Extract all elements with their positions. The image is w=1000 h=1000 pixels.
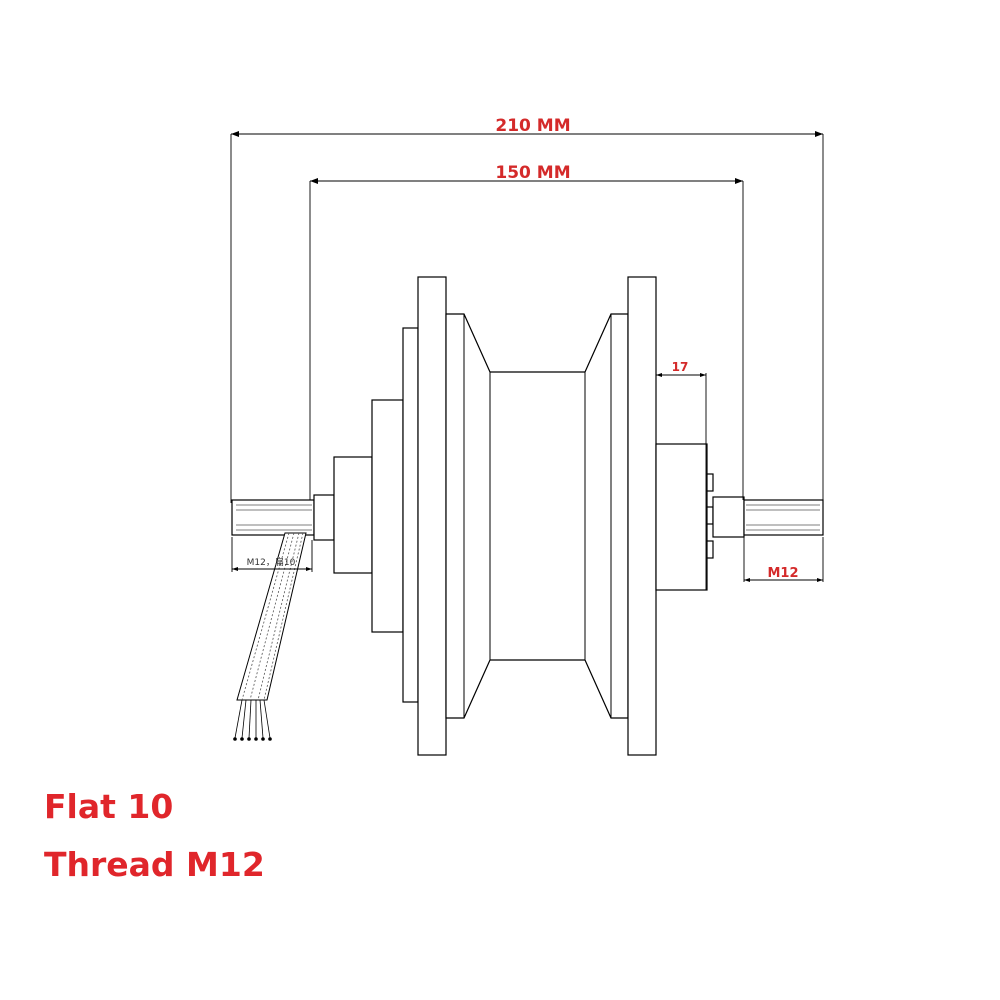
left-axle-threads — [236, 504, 312, 531]
right-nut-bottom — [706, 540, 714, 559]
right-axle — [743, 499, 824, 536]
arrow-150-left — [310, 178, 318, 184]
right-nut-middle — [706, 506, 714, 525]
dim-label-210: 210 MM — [495, 116, 570, 136]
wire-connectors — [233, 737, 272, 741]
arrow-210-right — [815, 131, 823, 137]
dim-label-left-m12: M12，扁10 — [247, 556, 296, 568]
left-cover — [402, 327, 419, 703]
right-axle-threads — [746, 504, 820, 531]
arrow-m12-right — [817, 578, 823, 582]
arrow-left-m12-right — [306, 567, 312, 571]
right-flange — [627, 276, 657, 756]
dim-label-150: 150 MM — [495, 163, 570, 183]
left-axle — [231, 499, 315, 536]
arrow-m12-left — [744, 578, 750, 582]
note-flat: Flat 10 — [44, 787, 174, 826]
arrow-210-left — [231, 131, 239, 137]
right-spacer — [712, 496, 745, 538]
dim-label-17: 17 — [672, 360, 689, 374]
cable-wires — [234, 699, 271, 739]
arrow-17-right — [700, 373, 706, 377]
left-flange — [417, 276, 447, 756]
right-nut-top — [706, 473, 714, 492]
dim-label-right-m12: M12 — [767, 566, 798, 581]
note-thread: Thread M12 — [44, 845, 265, 884]
arrow-left-m12-left — [232, 567, 238, 571]
arrow-150-right — [735, 178, 743, 184]
left-bearing-housing — [333, 456, 373, 574]
hub-body — [445, 313, 629, 719]
left-cover-step — [371, 399, 404, 633]
right-housing — [655, 443, 708, 591]
arrow-17-left — [656, 373, 662, 377]
left-spacer — [313, 494, 335, 541]
cable-bundle — [233, 532, 307, 741]
